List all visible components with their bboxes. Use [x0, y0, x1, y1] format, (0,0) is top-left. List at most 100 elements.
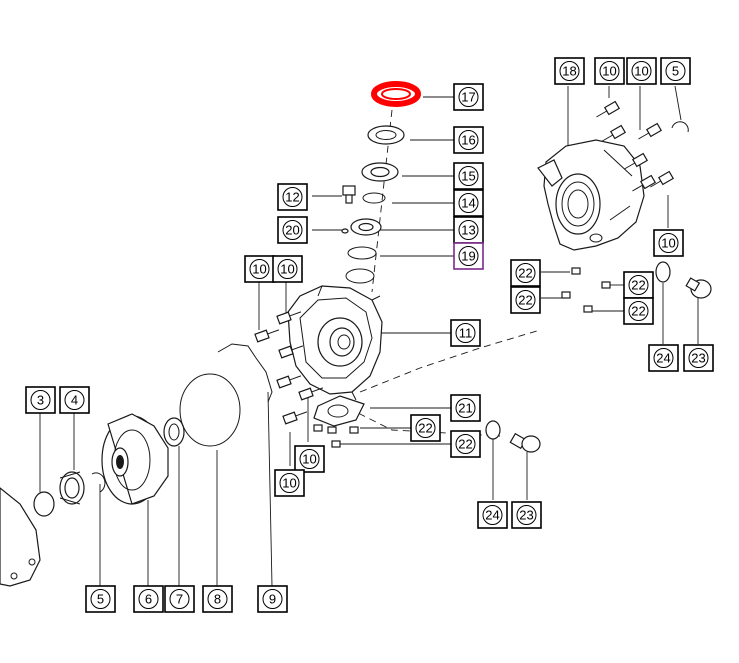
callout-23: 23 — [683, 344, 714, 372]
callout-number: 12 — [285, 190, 299, 205]
bearing-13 — [350, 218, 382, 236]
o-ring-19 — [347, 246, 377, 260]
callout-22: 22 — [623, 271, 654, 299]
callout-number: 9 — [269, 592, 276, 607]
knuckle-bolts — [596, 100, 675, 192]
callout-8: 8 — [202, 585, 233, 613]
callout-number: 23 — [519, 508, 533, 523]
callout-number: 4 — [71, 393, 78, 408]
callout-number: 11 — [459, 326, 473, 341]
callout-10: 10 — [272, 255, 303, 283]
callout-number: 23 — [691, 351, 705, 366]
callout-number: 18 — [562, 64, 576, 79]
callout-circle — [628, 301, 649, 321]
callout-circle — [665, 61, 686, 81]
housing-bolts — [254, 311, 324, 425]
seal-16 — [367, 125, 405, 145]
callout-circle — [455, 398, 476, 418]
callout-circle — [458, 220, 479, 240]
callout-4: 4 — [59, 386, 90, 414]
callout-10: 10 — [653, 229, 684, 257]
callout-circle — [482, 505, 503, 525]
bearing-4 — [59, 471, 85, 505]
callout-12: 12 — [277, 183, 308, 211]
callout-circle — [458, 87, 479, 107]
callout-circle — [249, 259, 270, 279]
callout-circle — [631, 61, 652, 81]
cover-plate-21 — [313, 395, 365, 427]
callout-number: 20 — [285, 223, 299, 238]
callout-22: 22 — [410, 414, 441, 442]
axle-housing-11 — [287, 285, 383, 401]
callout-circle — [458, 166, 479, 186]
callout-circle — [515, 290, 536, 310]
callout-10: 10 — [626, 57, 657, 85]
callout-3: 3 — [25, 386, 56, 414]
callout-circle — [299, 449, 320, 469]
seal-3 — [33, 491, 55, 517]
callout-circle — [599, 61, 620, 81]
callout-circle — [415, 418, 436, 438]
callout-22: 22 — [623, 297, 654, 325]
callout-number: 22 — [518, 293, 532, 308]
callout-number: 10 — [602, 64, 616, 79]
callout-22: 22 — [510, 259, 541, 287]
washer-24-lower — [485, 420, 501, 440]
callout-22: 22 — [510, 286, 541, 314]
callout-circle — [628, 275, 649, 295]
small-bolts-22-right — [561, 267, 611, 313]
callout-number: 14 — [461, 196, 475, 211]
callout-number: 22 — [458, 437, 472, 452]
callout-24: 24 — [477, 501, 508, 529]
callout-number: 24 — [656, 351, 670, 366]
callout-number: 6 — [145, 592, 152, 607]
callout-15: 15 — [453, 162, 484, 190]
callout-10: 10 — [274, 469, 305, 497]
callout-10: 10 — [244, 255, 275, 283]
callout-number: 5 — [672, 64, 679, 79]
callout-number: 10 — [634, 64, 648, 79]
callout-circle — [458, 246, 479, 266]
callout-number: 17 — [461, 90, 475, 105]
callout-10: 10 — [594, 57, 625, 85]
callout-7: 7 — [164, 585, 195, 613]
callout-22: 22 — [450, 430, 481, 458]
plug-23-lower — [509, 432, 541, 453]
callout-5: 5 — [660, 57, 691, 85]
callout-circle — [90, 589, 111, 609]
callout-number: 10 — [252, 262, 266, 277]
callout-number: 3 — [37, 393, 44, 408]
callout-number: 22 — [418, 421, 432, 436]
callout-circle — [262, 589, 283, 609]
callout-number: 13 — [461, 223, 475, 238]
bearing-7 — [163, 417, 185, 447]
knuckle-18 — [537, 139, 645, 251]
callout-circle — [458, 130, 479, 150]
callout-number: 10 — [280, 262, 294, 277]
clip-5-right — [671, 121, 689, 133]
seal-17-highlighted — [371, 81, 421, 107]
callout-number: 24 — [485, 508, 499, 523]
callout-circle — [207, 589, 228, 609]
plug-23-right — [685, 277, 712, 299]
callout-number: 5 — [97, 592, 104, 607]
callout-circle — [658, 233, 679, 253]
callout-14: 14 — [453, 189, 484, 217]
gasket-9 — [217, 343, 273, 403]
washer-24-right — [655, 261, 671, 283]
callout-24: 24 — [648, 344, 679, 372]
callout-9: 9 — [257, 585, 288, 613]
callout-20: 20 — [277, 216, 308, 244]
callout-19: 19 — [453, 242, 484, 270]
callout-number: 10 — [302, 452, 316, 467]
callout-number: 19 — [461, 249, 475, 264]
callout-5: 5 — [85, 585, 116, 613]
callout-circle — [516, 505, 537, 525]
callout-17: 17 — [453, 83, 484, 111]
callout-circle — [458, 193, 479, 213]
callout-number: 21 — [458, 401, 472, 416]
callout-number: 7 — [176, 592, 183, 607]
callout-circle — [688, 348, 709, 368]
callout-18: 18 — [554, 57, 585, 85]
